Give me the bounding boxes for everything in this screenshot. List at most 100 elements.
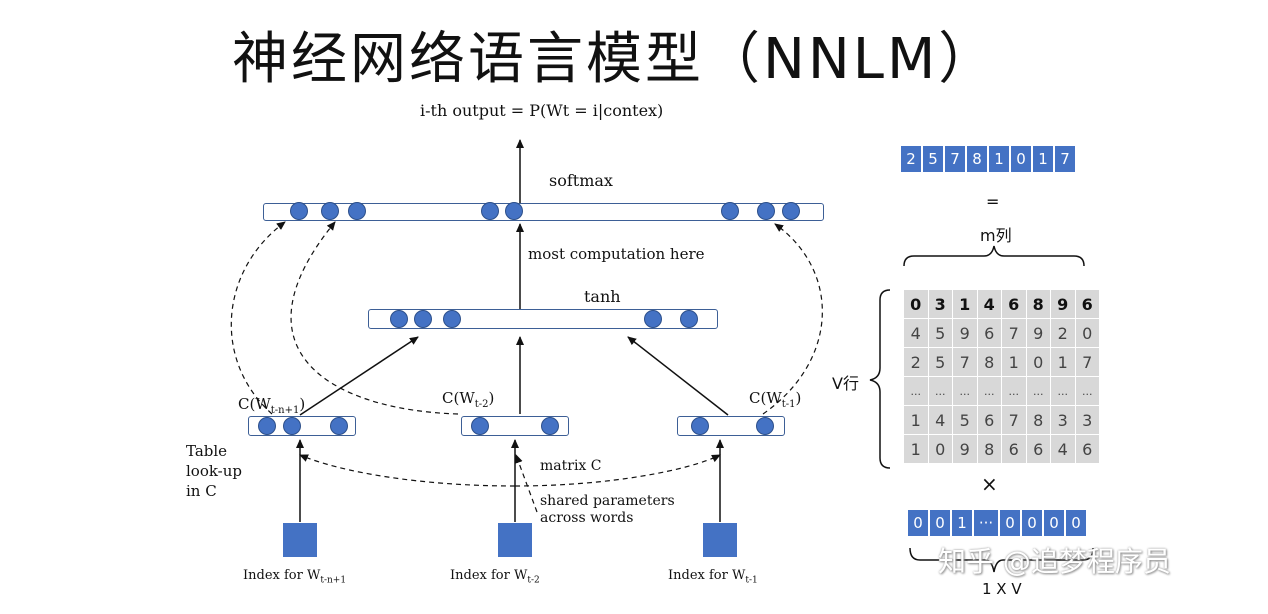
v-rows-label: V行 [832,374,859,393]
result-cell: 2 [901,146,923,172]
matrix-cell: 8 [1026,290,1051,319]
matrix-cell: 4 [1051,435,1076,464]
matrix-cell: 9 [953,435,978,464]
v-brace [869,289,891,469]
matrix-row: ... ... ... ... ... ... ... ... [904,377,1100,406]
matrix-cell: 4 [904,319,929,348]
matrix-cell: 8 [1026,406,1051,435]
result-cell: 1 [1033,146,1055,172]
index-square-right [703,523,737,557]
matrix-cell: 9 [1051,290,1076,319]
shared-left-dashed [299,454,516,487]
tanh-node [414,310,432,328]
matrix-cell: 0 [928,435,953,464]
index-label-right: Index for Wt-1 [668,568,758,586]
matrix-row: 1 4 5 6 7 8 3 3 [904,406,1100,435]
softmax-label: softmax [549,171,613,190]
matrix-cell: 7 [953,348,978,377]
computation-label: most computation here [528,245,705,263]
matrix-cell: ... [904,377,929,406]
index-label-mid: Index for Wt-2 [450,568,540,586]
result-cell: 5 [923,146,945,172]
index-label-left: Index for Wt-n+1 [243,568,347,586]
matrix-cell: 6 [977,406,1002,435]
result-cell: 7 [1055,146,1077,172]
onehot-cell: 1 [952,510,974,536]
onehot-cell: 0 [1044,510,1066,536]
tanh-label: tanh [584,287,621,306]
result-cell: 8 [967,146,989,172]
c-right-label: C(Wt-1) [749,389,802,410]
matrix-cell: 5 [928,319,953,348]
left-embed-arrow [299,336,419,416]
m-brace [903,245,1085,267]
matrix-cell: 9 [953,319,978,348]
embedding-node [283,417,301,435]
softmax-node [782,202,800,220]
result-cell: 1 [989,146,1011,172]
matrix-cell: 1 [904,406,929,435]
embedding-node [471,417,489,435]
matrix-cell: ... [953,377,978,406]
result-cell: 0 [1011,146,1033,172]
embedding-matrix: 0 3 1 4 6 8 9 6 4 5 9 6 7 9 2 0 2 5 7 8 … [904,290,1100,464]
matrix-cell: ... [1002,377,1027,406]
matrix-cell: 1 [904,435,929,464]
matrix-cell: 0 [1075,319,1100,348]
matrix-cell: 6 [1002,435,1027,464]
matrix-cell: ... [1026,377,1051,406]
tanh-node [644,310,662,328]
skip-left-dashed [230,221,286,415]
watermark: 知乎 @追梦程序员 [938,545,1171,578]
matrix-cell: 2 [904,348,929,377]
softmax-node [321,202,339,220]
result-cell: 7 [945,146,967,172]
matrix-cell: 1 [953,290,978,319]
onehot-cell: 0 [1000,510,1022,536]
matrix-cell: 2 [1051,319,1076,348]
index-square-mid [498,523,532,557]
skip-mid-dashed [290,221,459,415]
matrix-cell: 9 [1026,319,1051,348]
table-lookup-line1: Table [186,442,228,460]
tanh-node [680,310,698,328]
page-title: 神经网络语言模型（NNLM） [232,27,998,92]
m-cols-label: m列 [980,226,1012,245]
matrix-cell: 4 [977,290,1002,319]
shared-params-line1: shared parameters [540,493,675,509]
table-lookup-line2: look-up [186,462,243,480]
matrix-cell: ... [1075,377,1100,406]
equals-sign: = [986,192,1000,211]
c-mid-label: C(Wt-2) [442,389,495,410]
onehot-brace [909,547,1094,573]
output-label: i-th output = P(Wt = i|contex) [420,101,664,120]
matrix-cell: 7 [1075,348,1100,377]
matrix-cell: ... [1051,377,1076,406]
matrix-cell: 4 [928,406,953,435]
onehot-cell: 0 [1022,510,1044,536]
embedding-node [258,417,276,435]
matrix-cell: 5 [953,406,978,435]
matrix-cell: 3 [1051,406,1076,435]
shared-right-dashed [514,454,721,487]
softmax-node [757,202,775,220]
shared-params-line2: across words [540,510,634,526]
matrix-row: 1 0 9 8 6 6 4 6 [904,435,1100,464]
matrix-cell: 7 [1002,319,1027,348]
onehot-cell: 0 [908,510,930,536]
matrix-row: 4 5 9 6 7 9 2 0 [904,319,1100,348]
matrix-cell: 6 [1026,435,1051,464]
matrix-cell: 6 [1002,290,1027,319]
embedding-node [330,417,348,435]
matrix-cell: 0 [904,290,929,319]
embedding-node [541,417,559,435]
matrix-cell: 3 [928,290,953,319]
matrix-cell: 7 [1002,406,1027,435]
matrix-cell: 8 [977,348,1002,377]
times-sign: × [981,472,998,496]
tanh-node [443,310,461,328]
softmax-node [290,202,308,220]
shared-mid-dashed [515,454,538,513]
matrix-cell: 1 [1051,348,1076,377]
